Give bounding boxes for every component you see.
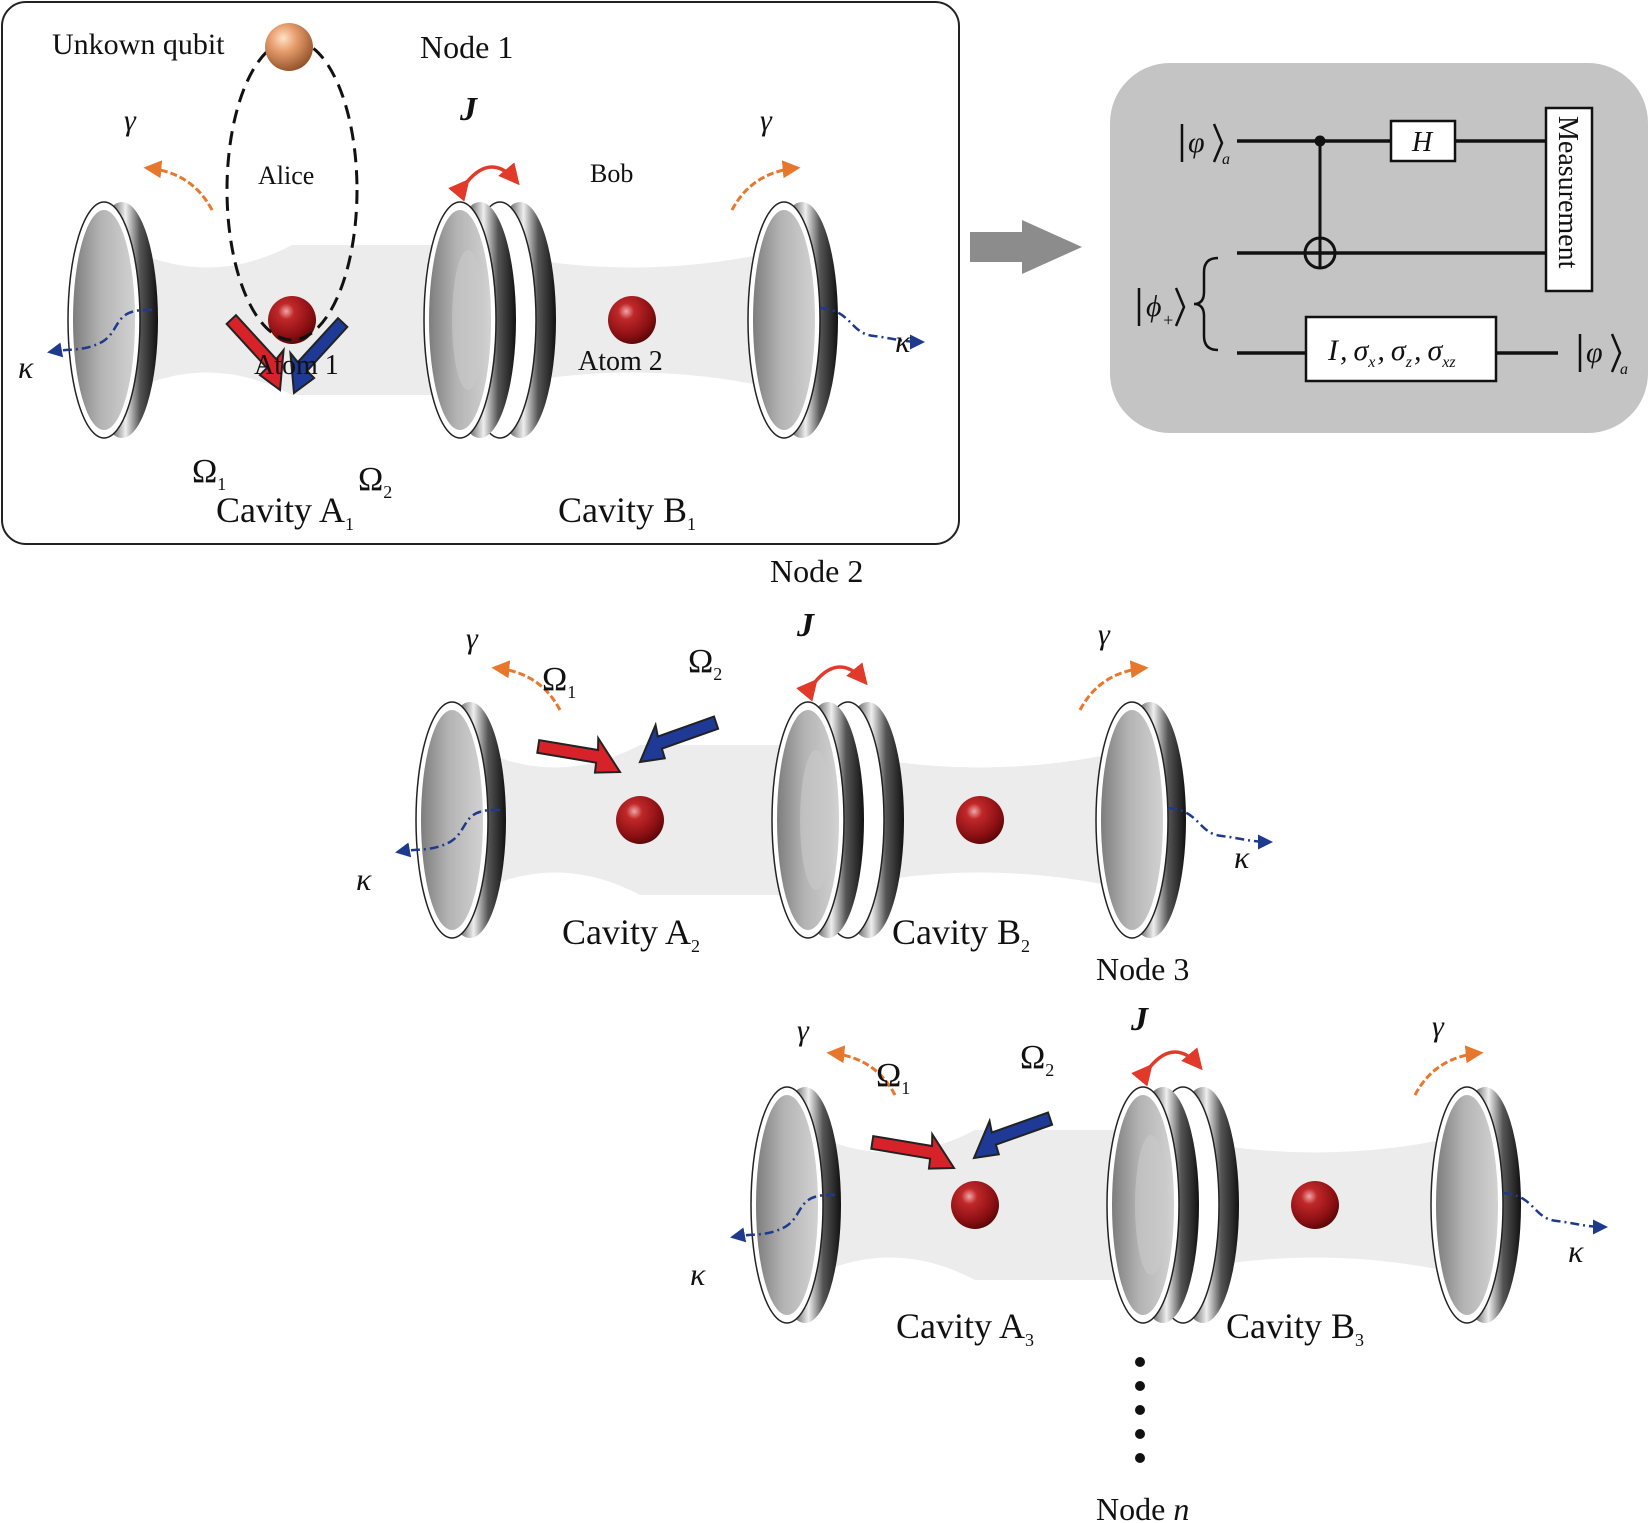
gamma-left-label: γ bbox=[124, 104, 137, 137]
node3-gamma-left: γ bbox=[797, 1014, 810, 1047]
brace-icon bbox=[1193, 256, 1219, 352]
correction-ops-box bbox=[1304, 315, 1498, 383]
cavity-a3-label: Cavity A3 bbox=[896, 1306, 1034, 1350]
hadamard-label: H bbox=[1411, 127, 1434, 158]
atom1-label: Atom 1 bbox=[254, 350, 339, 381]
continuation-dots bbox=[1135, 1357, 1145, 1463]
cavity-a1-label: Cavity A1 bbox=[216, 490, 354, 534]
node3-j-label: J bbox=[1130, 1001, 1149, 1038]
node3-kappa-right: κ bbox=[1568, 1233, 1584, 1269]
node2-kappa-right: κ bbox=[1234, 839, 1250, 875]
unknown-qubit-label: Unkown qubit bbox=[52, 28, 225, 61]
measurement-label: Measurement bbox=[1552, 116, 1583, 269]
svg-text:ϕ: ϕ bbox=[1146, 290, 1162, 323]
output-ket: φ a bbox=[1578, 333, 1628, 378]
node3-title: Node 3 bbox=[1096, 951, 1189, 987]
atom2-label: Atom 2 bbox=[578, 346, 663, 377]
node1-title: Node 1 bbox=[420, 29, 513, 65]
bell-state-ket: ϕ + bbox=[1137, 256, 1219, 352]
node2-omega1: Ω1 bbox=[542, 661, 576, 702]
alice-label: Alice bbox=[258, 161, 314, 190]
svg-text:a: a bbox=[1620, 361, 1628, 378]
gamma-right-label: γ bbox=[760, 104, 773, 137]
cavity-a2-label: Cavity A2 bbox=[562, 912, 700, 956]
unknown-qubit-icon bbox=[265, 23, 313, 71]
cavity-b3-label: Cavity B3 bbox=[1226, 1306, 1364, 1350]
node2-apparatus bbox=[398, 667, 1270, 938]
kappa-right-label: κ bbox=[895, 323, 911, 359]
node2-gamma-right: γ bbox=[1098, 618, 1111, 651]
node3-apparatus bbox=[733, 1052, 1605, 1323]
node2-gamma-left: γ bbox=[466, 622, 479, 655]
node3-gamma-right: γ bbox=[1432, 1010, 1445, 1043]
cavity-b2-label: Cavity B2 bbox=[892, 912, 1030, 956]
node3-kappa-left: κ bbox=[690, 1256, 706, 1292]
cnot-target-icon bbox=[1303, 236, 1337, 270]
input-ket: φ a bbox=[1180, 123, 1230, 168]
flow-arrow-icon bbox=[970, 220, 1082, 274]
bob-label: Bob bbox=[590, 159, 633, 188]
svg-text:a: a bbox=[1222, 151, 1230, 168]
omega1-label: Ω1 bbox=[192, 453, 226, 494]
svg-text:φ: φ bbox=[1586, 336, 1603, 369]
svg-text:φ: φ bbox=[1188, 126, 1205, 159]
omega2-label: Ω2 bbox=[358, 461, 392, 502]
cavity-b1-label: Cavity B1 bbox=[558, 490, 696, 534]
node3-omega2: Ω2 bbox=[1020, 1039, 1054, 1080]
svg-text:+: + bbox=[1162, 310, 1174, 330]
node2-j-label: J bbox=[796, 607, 815, 644]
kappa-left-label: κ bbox=[18, 349, 34, 385]
node3-omega1: Ω1 bbox=[876, 1057, 910, 1098]
j-coupling-label: J bbox=[459, 91, 478, 128]
node2-title: Node 2 bbox=[770, 553, 863, 589]
node2-kappa-left: κ bbox=[356, 861, 372, 897]
measurement-box bbox=[1544, 106, 1594, 293]
hadamard-gate bbox=[1389, 119, 1457, 163]
teleportation-circuit: H Measurement I,σx,σz,σxz φ a ϕ + φ a bbox=[1110, 63, 1648, 433]
circuit-panel bbox=[1110, 63, 1648, 433]
correction-ops-label: I,σx,σz,σxz bbox=[1327, 334, 1456, 371]
alice-region bbox=[225, 38, 359, 342]
node2-omega2: Ω2 bbox=[688, 643, 722, 684]
